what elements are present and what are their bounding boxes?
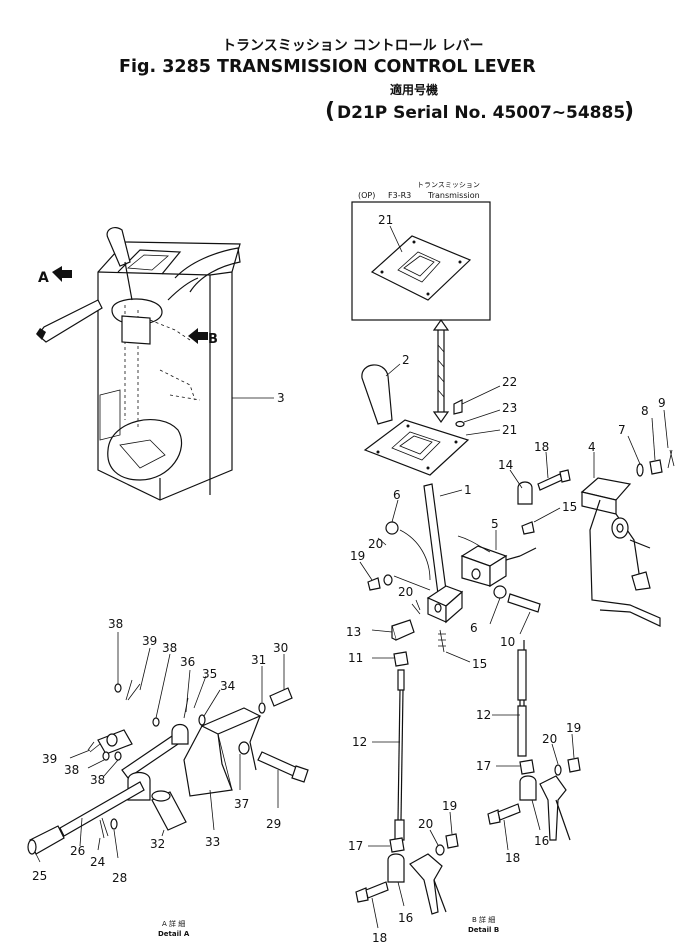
callout-21-inset: 21 (378, 213, 393, 227)
callout-12-right: 12 (476, 708, 491, 722)
callout-28: 24 (90, 855, 105, 869)
detail-b-caption-jp: B 詳 細 (472, 915, 495, 924)
control-lever-rod (423, 483, 447, 595)
detail-captions: A 詳 細 Detail A B 詳 細 Detail B (158, 915, 499, 938)
detail-b-caption: Detail B (468, 926, 499, 934)
callout-6-upper: 6 (393, 488, 401, 502)
callout-19-left: 19 (350, 549, 365, 563)
inset-frame (351, 201, 491, 321)
detail-a-caption: Detail A (158, 930, 190, 938)
callout-2: 2 (402, 353, 410, 367)
callout-13: 13 (346, 625, 361, 639)
callout-5: 5 (491, 517, 499, 531)
callout-22: 22 (502, 375, 517, 389)
callout-23: 23 (502, 401, 517, 415)
lever-assembly-b: 2 22 23 21 18 14 4 (346, 353, 675, 945)
callout-3: 3 (277, 391, 285, 405)
callout-39-left: 39 (42, 752, 57, 766)
inset-label-op: (OP) (358, 191, 375, 200)
serial-range: D21P Serial No. 45007~54885 (337, 103, 625, 123)
callout-38-left: 38 (64, 763, 79, 777)
callout-17-lower: 17 (348, 839, 363, 853)
callout-1: 1 (464, 483, 472, 497)
callout-27: 28 (112, 871, 127, 885)
callout-19-right: 19 (566, 721, 581, 735)
callout-8: 8 (641, 404, 649, 418)
applicable-serial-label-jp: 適用号機 (390, 82, 438, 97)
callout-25: 25 (32, 869, 47, 883)
lever-knob (361, 364, 393, 425)
callout-32: 33 (205, 835, 220, 849)
figure-title: Fig. 3285 TRANSMISSION CONTROL LEVER (119, 57, 536, 77)
callout-26: 32 (150, 837, 165, 851)
callout-15-lower: 11 (348, 651, 363, 665)
callout-18-upper: 18 (534, 440, 549, 454)
view-arrow-b-label: B (208, 332, 218, 347)
callout-30: 30 (273, 641, 288, 655)
callout-11: 15 (472, 657, 487, 671)
callout-14: 14 (498, 458, 513, 472)
callout-24: 26 (70, 844, 85, 858)
callout-38-second: 38 (162, 641, 177, 655)
callout-20-mid: 20 (398, 585, 413, 599)
serial-bracket-close: ) (624, 99, 634, 124)
callout-31: 31 (251, 653, 266, 667)
callout-33: 29 (266, 817, 281, 831)
callout-20-lower: 20 (418, 817, 433, 831)
inset-label-jp: トランスミッション (417, 181, 480, 189)
callout-16-lower: 16 (398, 911, 413, 925)
header: トランスミッション コントロール レバー Fig. 3285 TRANSMISS… (119, 38, 634, 124)
view-arrow-a-label: A (38, 270, 49, 286)
inset-label-en: Transmission (427, 191, 480, 200)
callout-21: 21 (502, 423, 517, 437)
callout-19-lower: 19 (442, 799, 457, 813)
gate-plate (363, 419, 470, 476)
callout-9: 9 (658, 396, 666, 410)
callout-15-upper: 15 (562, 500, 577, 514)
inset-label-model: F3-R3 (388, 191, 411, 200)
option-inset: トランスミッション (OP) F3-R3 Transmission 21 (351, 181, 491, 424)
callout-10: 10 (500, 635, 515, 649)
lever-assembly-a: 38 39 38 36 35 34 31 30 37 33 (27, 617, 309, 885)
title-japanese: トランスミッション コントロール レバー (222, 38, 483, 54)
callout-35: 35 (202, 667, 217, 681)
callout-20-right: 20 (542, 732, 557, 746)
callout-34: 34 (220, 679, 235, 693)
detail-a-caption-jp: A 詳 細 (162, 919, 185, 928)
callout-17-right: 17 (476, 759, 491, 773)
callout-16-right: 16 (534, 834, 549, 848)
callout-12-left: 12 (352, 735, 367, 749)
console-housing: A B 3 (36, 226, 285, 501)
callout-4: 4 (588, 440, 596, 454)
callout-39-top: 39 (142, 634, 157, 648)
callout-18-lower: 18 (372, 931, 387, 945)
callout-7: 7 (618, 423, 626, 437)
callout-6-lower: 6 (470, 621, 478, 635)
callout-38-top: 38 (108, 617, 123, 631)
view-arrow-a-icon (52, 266, 72, 282)
callout-37: 38 (90, 773, 105, 787)
view-arrow-b-icon (188, 328, 208, 344)
callout-36: 36 (180, 655, 195, 669)
callout-18-right: 18 (505, 851, 520, 865)
callout-29: 37 (234, 797, 249, 811)
serial-bracket-open: ( (325, 99, 335, 124)
callout-20-left: 20 (368, 537, 383, 551)
